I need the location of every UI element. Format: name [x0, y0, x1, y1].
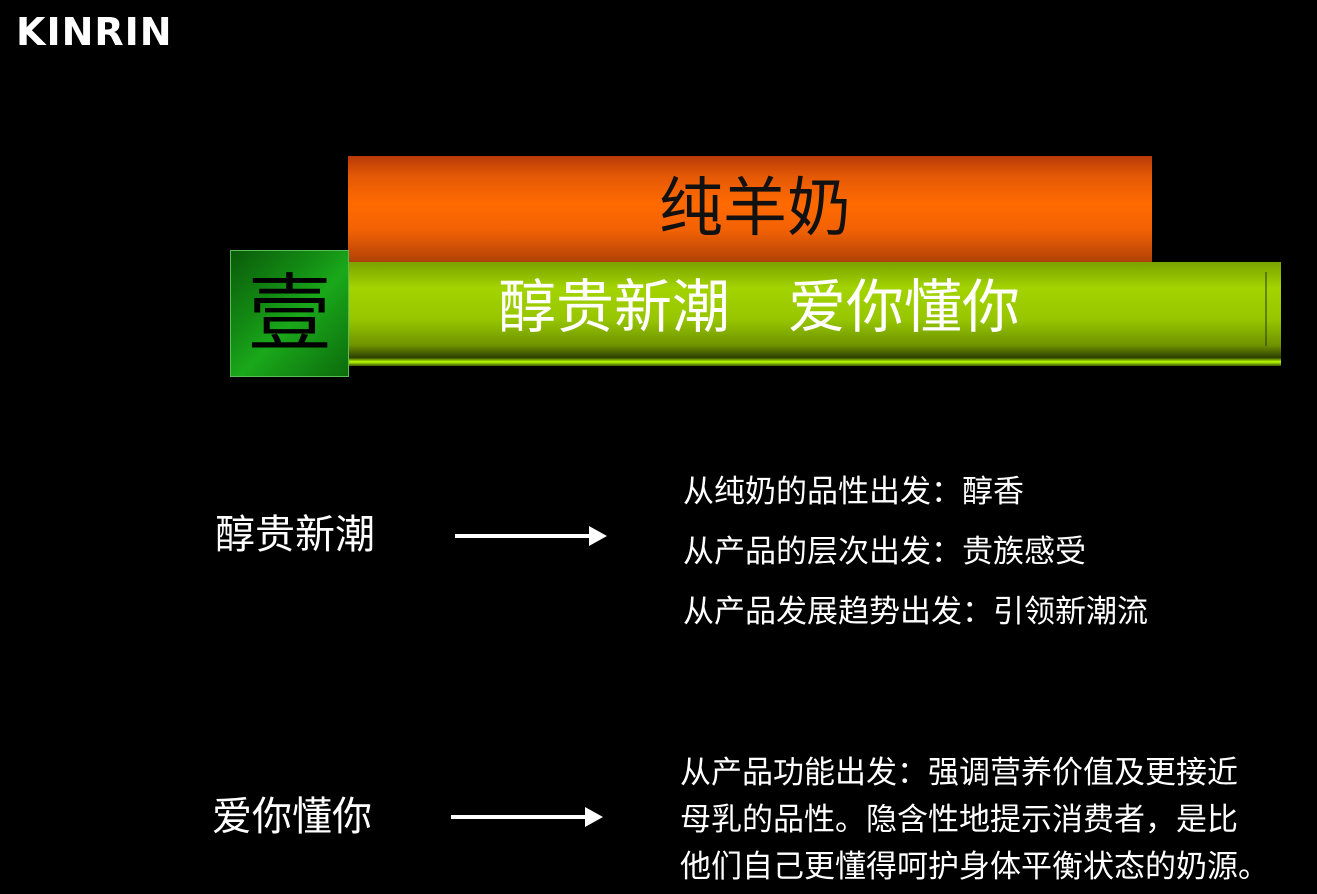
product-title: 纯羊奶	[659, 172, 851, 246]
section-number-box: 壹	[230, 250, 349, 377]
brand-logo: KINRIN	[16, 10, 173, 54]
title-banner: 纯羊奶	[348, 156, 1152, 262]
section-numeral: 壹	[247, 264, 332, 363]
point-line: 他们自己更懂得呵护身体平衡状态的奶源。	[680, 849, 1269, 885]
banner-edge-divider	[1265, 272, 1267, 346]
point-lines-1: 从纯奶的品性出发：醇香 从产品的层次出发：贵族感受 从产品发展趋势出发：引领新潮…	[683, 462, 1148, 642]
slogan-banner: 醇贵新潮 爱你懂你	[348, 262, 1281, 366]
point-term-1: 醇贵新潮	[215, 512, 375, 558]
point-line: 从产品发展趋势出发：引领新潮流	[683, 594, 1148, 630]
slogan-text: 醇贵新潮 爱你懂你	[498, 273, 1021, 341]
point-line: 从纯奶的品性出发：醇香	[683, 474, 1024, 510]
point-term-2: 爱你懂你	[212, 794, 372, 840]
point-lines-2: 从产品功能出发：强调营养价值及更接近 母乳的品性。隐含性地提示消费者，是比 他们…	[680, 750, 1269, 891]
point-line: 从产品功能出发：强调营养价值及更接近	[680, 755, 1238, 791]
right-arrow-icon	[455, 526, 607, 546]
point-line: 母乳的品性。隐含性地提示消费者，是比	[680, 802, 1238, 838]
point-line: 从产品的层次出发：贵族感受	[683, 534, 1086, 570]
right-arrow-icon	[451, 807, 603, 827]
